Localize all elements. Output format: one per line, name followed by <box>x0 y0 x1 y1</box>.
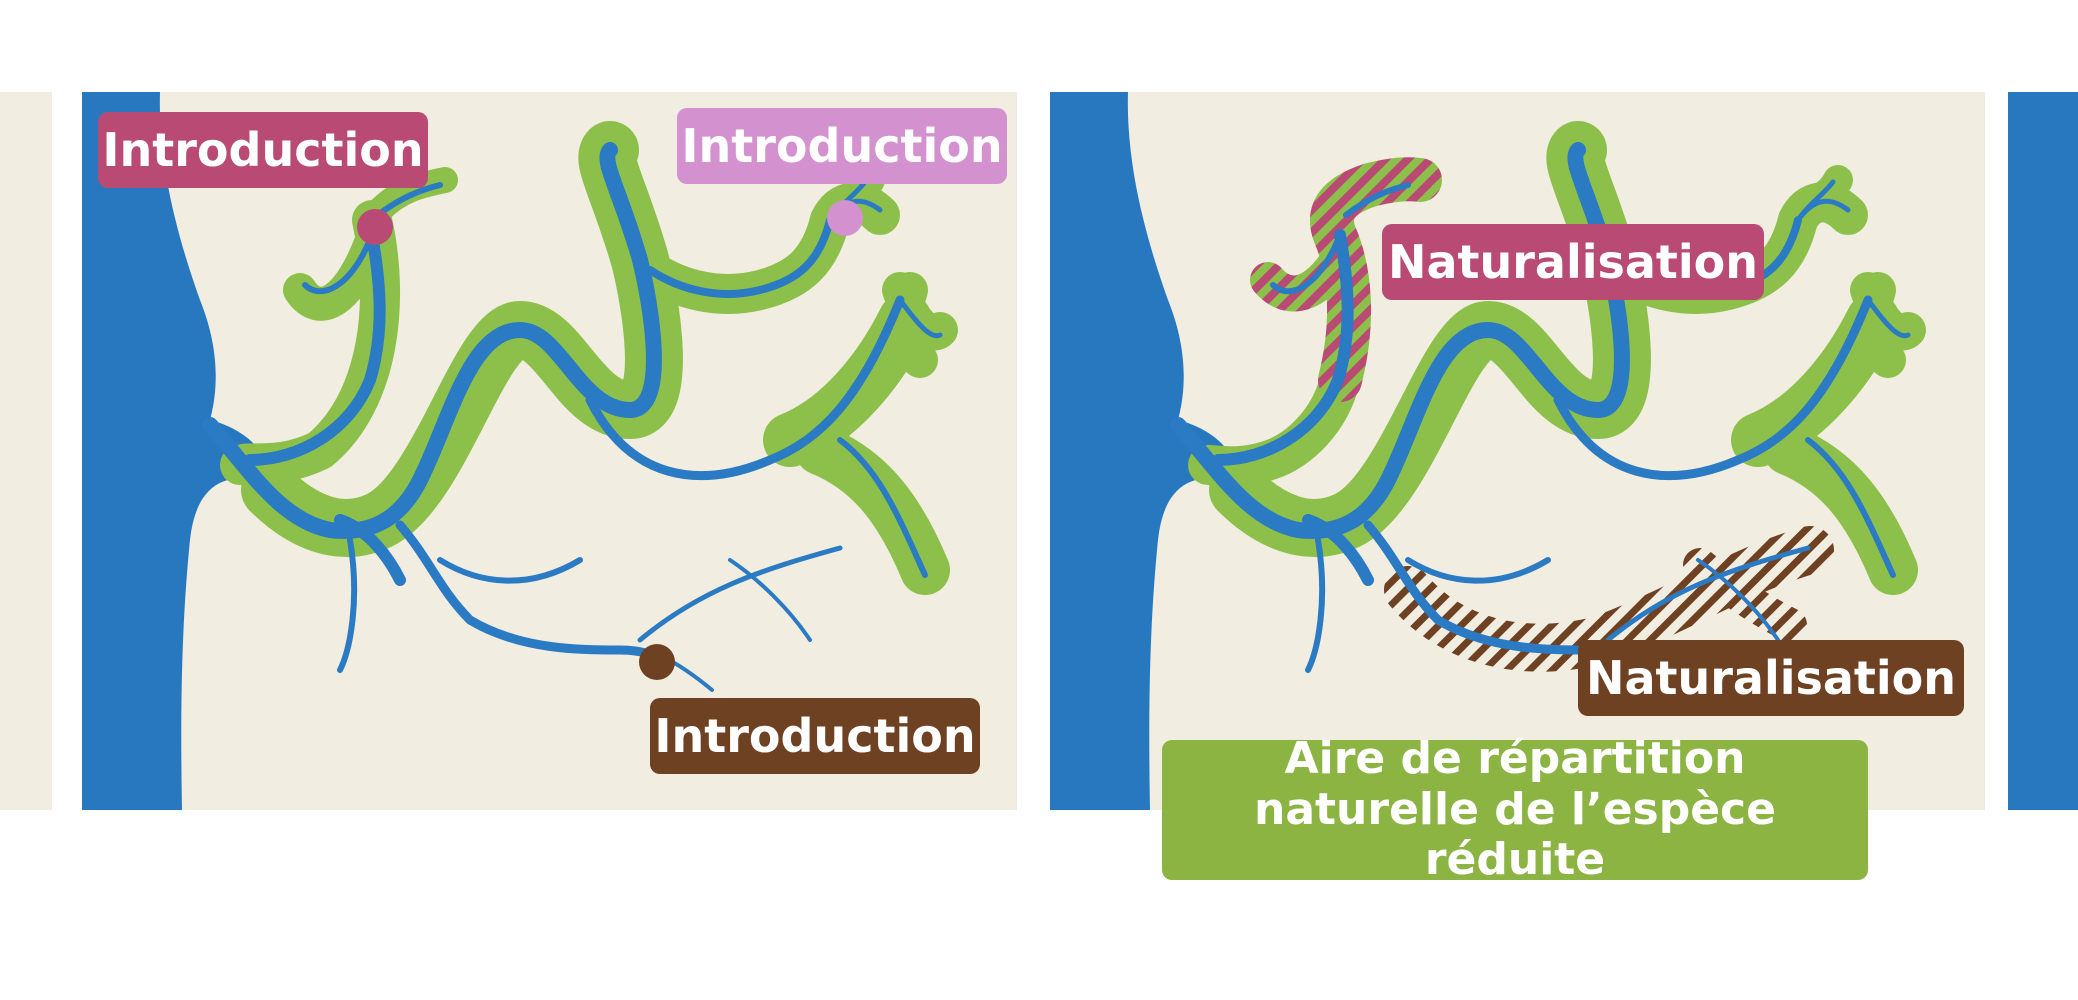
river-network <box>202 142 943 692</box>
introduction-label-bottom: Introduction <box>650 698 980 774</box>
right-edge-panel <box>2008 92 2078 810</box>
water-body <box>1050 92 1236 810</box>
legend-line-2: naturelle de l’espèce réduite <box>1254 783 1776 886</box>
panel-before <box>82 92 1017 810</box>
introduction-point-1 <box>357 209 393 245</box>
introduction-label-right: Introduction <box>677 108 1007 184</box>
introduction-label-left: Introduction <box>98 112 428 188</box>
left-edge-panel <box>0 92 52 810</box>
water-body <box>82 92 268 810</box>
naturalisation-label-bottom: Naturalisation <box>1578 640 1964 716</box>
introduction-point-3 <box>639 644 675 680</box>
naturalisation-label-top: Naturalisation <box>1382 224 1764 300</box>
reduced-range-legend: Aire de répartition naturelle de l’espèc… <box>1162 734 1868 885</box>
legend-line-1: Aire de répartition <box>1284 733 1746 785</box>
introduction-point-2 <box>827 200 863 236</box>
